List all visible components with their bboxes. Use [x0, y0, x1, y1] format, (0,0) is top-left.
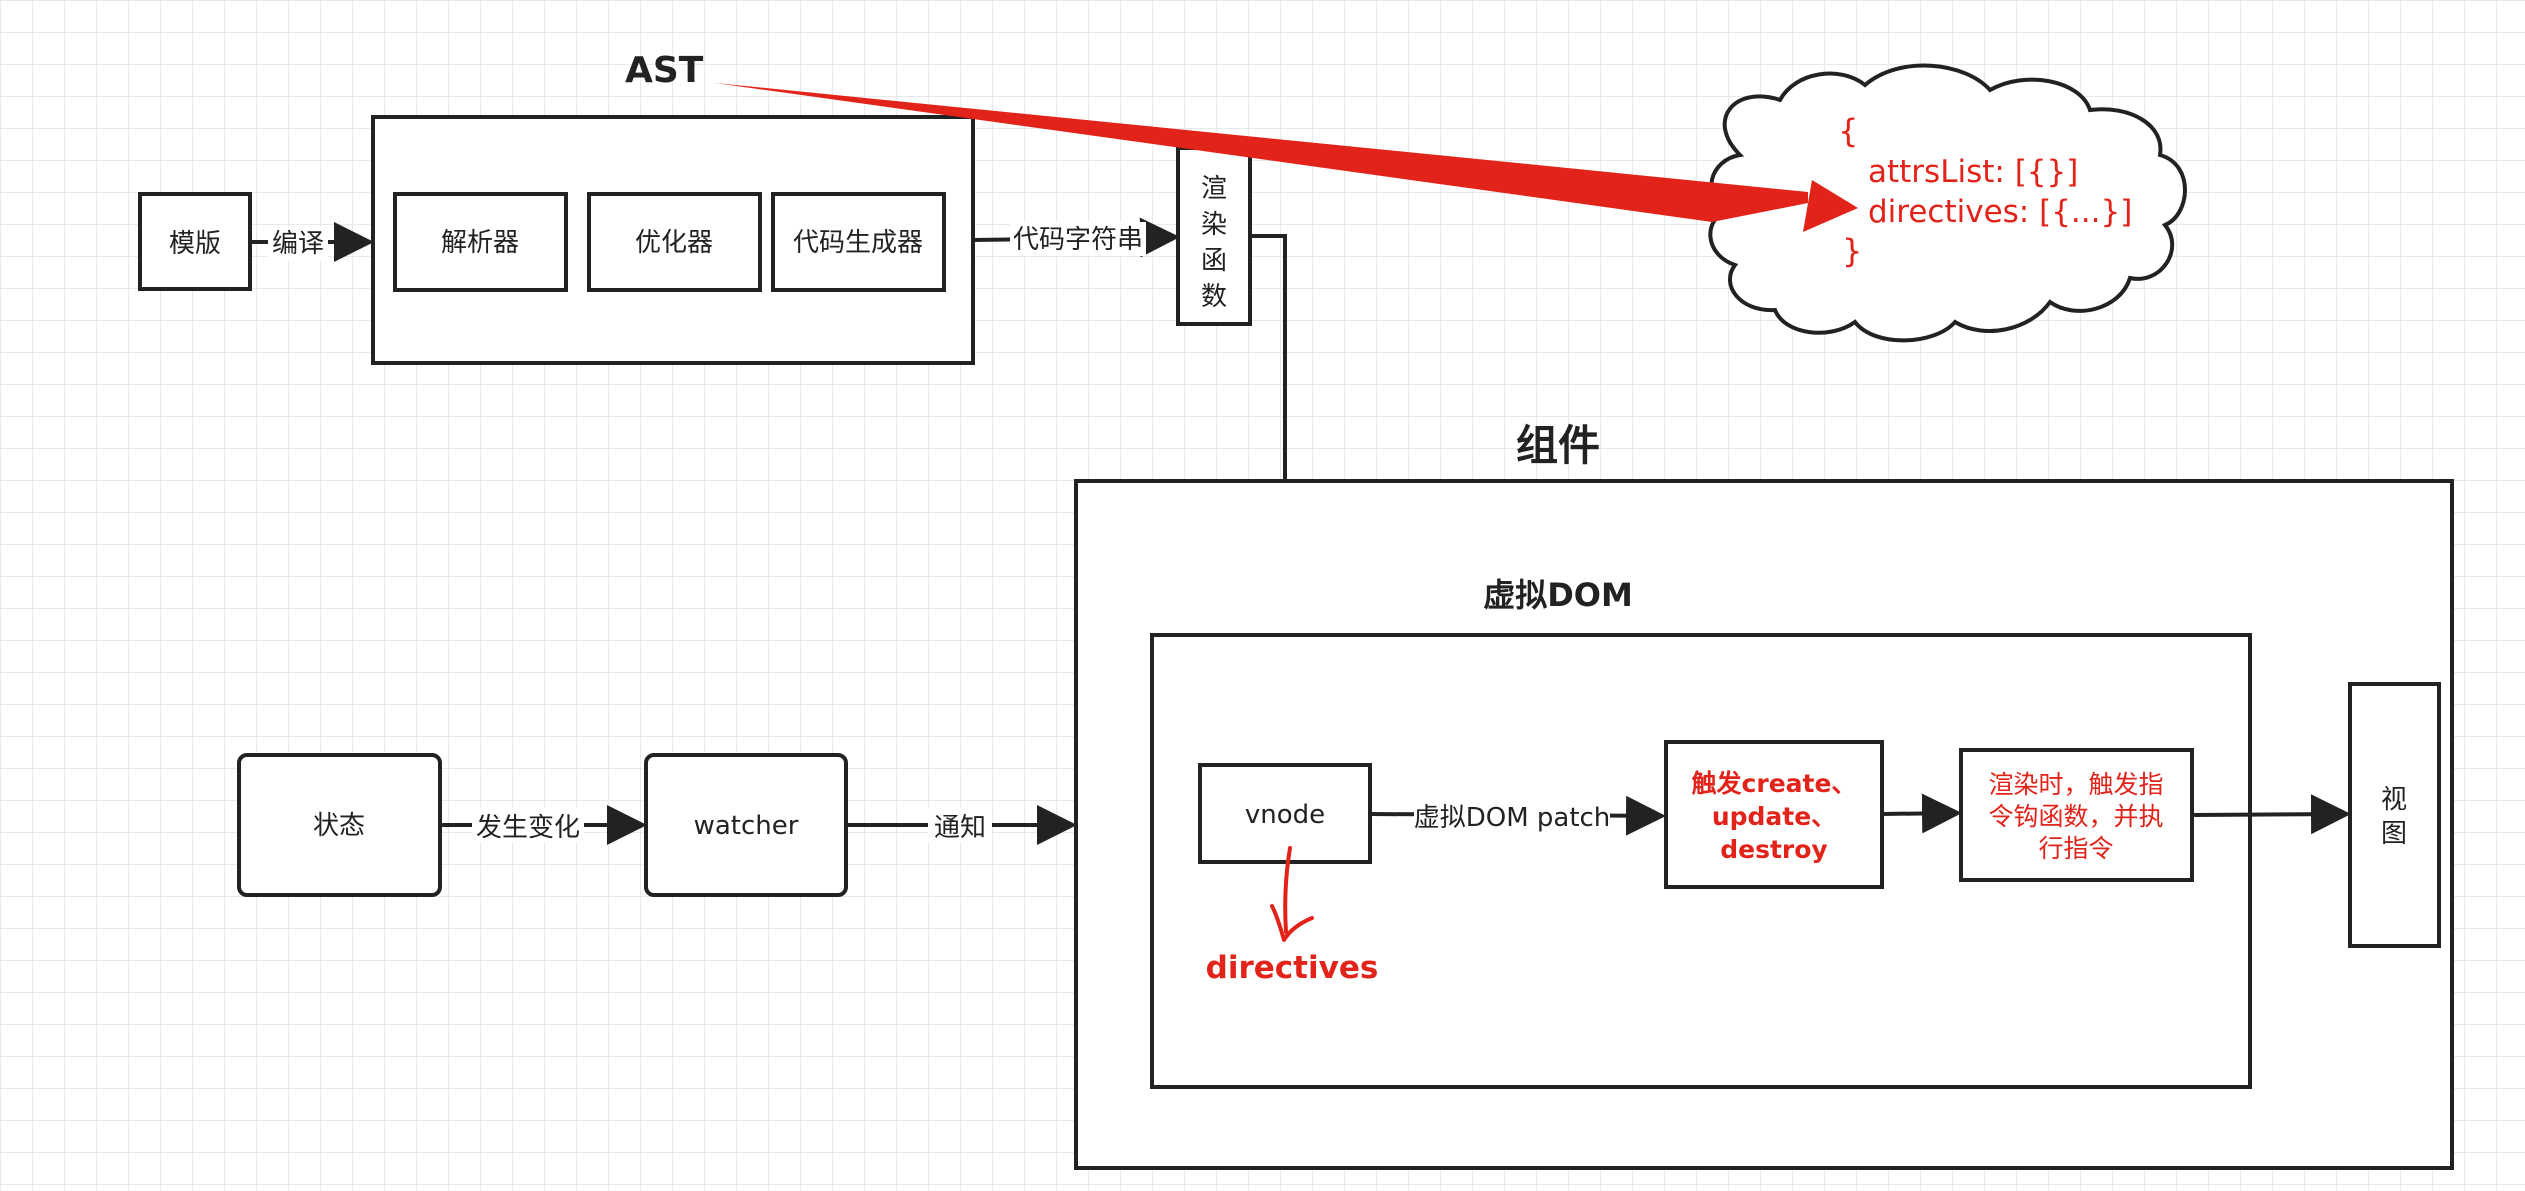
cloud-line-attrslist: attrsList: [{}]: [1868, 154, 2078, 190]
compile-label-bg: [268, 226, 328, 260]
code-string-label: 代码字符串: [1013, 225, 1143, 255]
hooks-to-exec-arrow: [1881, 793, 1962, 834]
vnode-to-directives-arrow: [1270, 846, 1314, 942]
notify-label: 通知: [934, 813, 986, 843]
vnode-label: vnode: [1245, 800, 1325, 830]
parser-label: 解析器: [441, 228, 519, 258]
render-fn-char-1: 渲: [1201, 174, 1227, 204]
hooks-line-2: update、: [1712, 802, 1836, 831]
render-exec-line-2: 令钩函数，并执: [1988, 802, 2163, 831]
state-label: 状态: [313, 811, 365, 841]
render-exec-line-1: 渲染时，触发指: [1988, 770, 2163, 799]
exec-to-view-arrow: [2191, 794, 2351, 835]
compile-label: 编译: [272, 229, 324, 259]
optimizer-label: 优化器: [635, 228, 713, 258]
ast-arrow-head: [1803, 180, 1858, 232]
render-fn-char-4: 数: [1201, 282, 1227, 312]
vnode-box: [1198, 763, 1372, 864]
cloud-line-open: {: [1838, 112, 1858, 150]
watcher-label: watcher: [694, 811, 799, 841]
cloud-line-directives: directives: [{...}]: [1868, 194, 2132, 230]
view-char-2: 图: [2381, 819, 2407, 849]
patch-label-bg: [1414, 798, 1610, 832]
codegen-label: 代码生成器: [793, 228, 923, 258]
code-string-label-bg: [1010, 222, 1146, 256]
cloud-line-close: }: [1842, 232, 1862, 270]
hooks-line-3: destroy: [1720, 835, 1827, 864]
hooks-line-1: 触发create、: [1692, 769, 1857, 798]
changed-label: 发生变化: [476, 813, 580, 843]
patch-label: 虚拟DOM patch: [1414, 803, 1611, 833]
ast-cloud: [1708, 63, 2187, 343]
component-title: 组件: [1516, 421, 1600, 470]
changed-label-bg: [472, 808, 584, 842]
directives-label: directives: [1206, 950, 1379, 986]
hooks-box: [1664, 740, 1884, 889]
template-label: 模版: [169, 229, 221, 259]
notify-label-bg: [928, 808, 992, 842]
template-box: [138, 192, 252, 291]
render-fn-char-3: 函: [1201, 246, 1227, 276]
view-box: [2348, 682, 2441, 948]
optimizer-box: [587, 192, 762, 292]
vdom-title: 虚拟DOM: [1483, 576, 1633, 614]
render-exec-box: [1959, 748, 2194, 882]
ast-to-cloud-arrow: [715, 83, 1808, 222]
codegen-box: [771, 192, 946, 292]
render-exec-line-3: 行指令: [2038, 834, 2113, 863]
render-fn-char-2: 染: [1201, 210, 1227, 240]
view-char-1: 视: [2381, 785, 2407, 815]
ast-label: AST: [625, 50, 704, 91]
parser-box: [393, 192, 568, 292]
